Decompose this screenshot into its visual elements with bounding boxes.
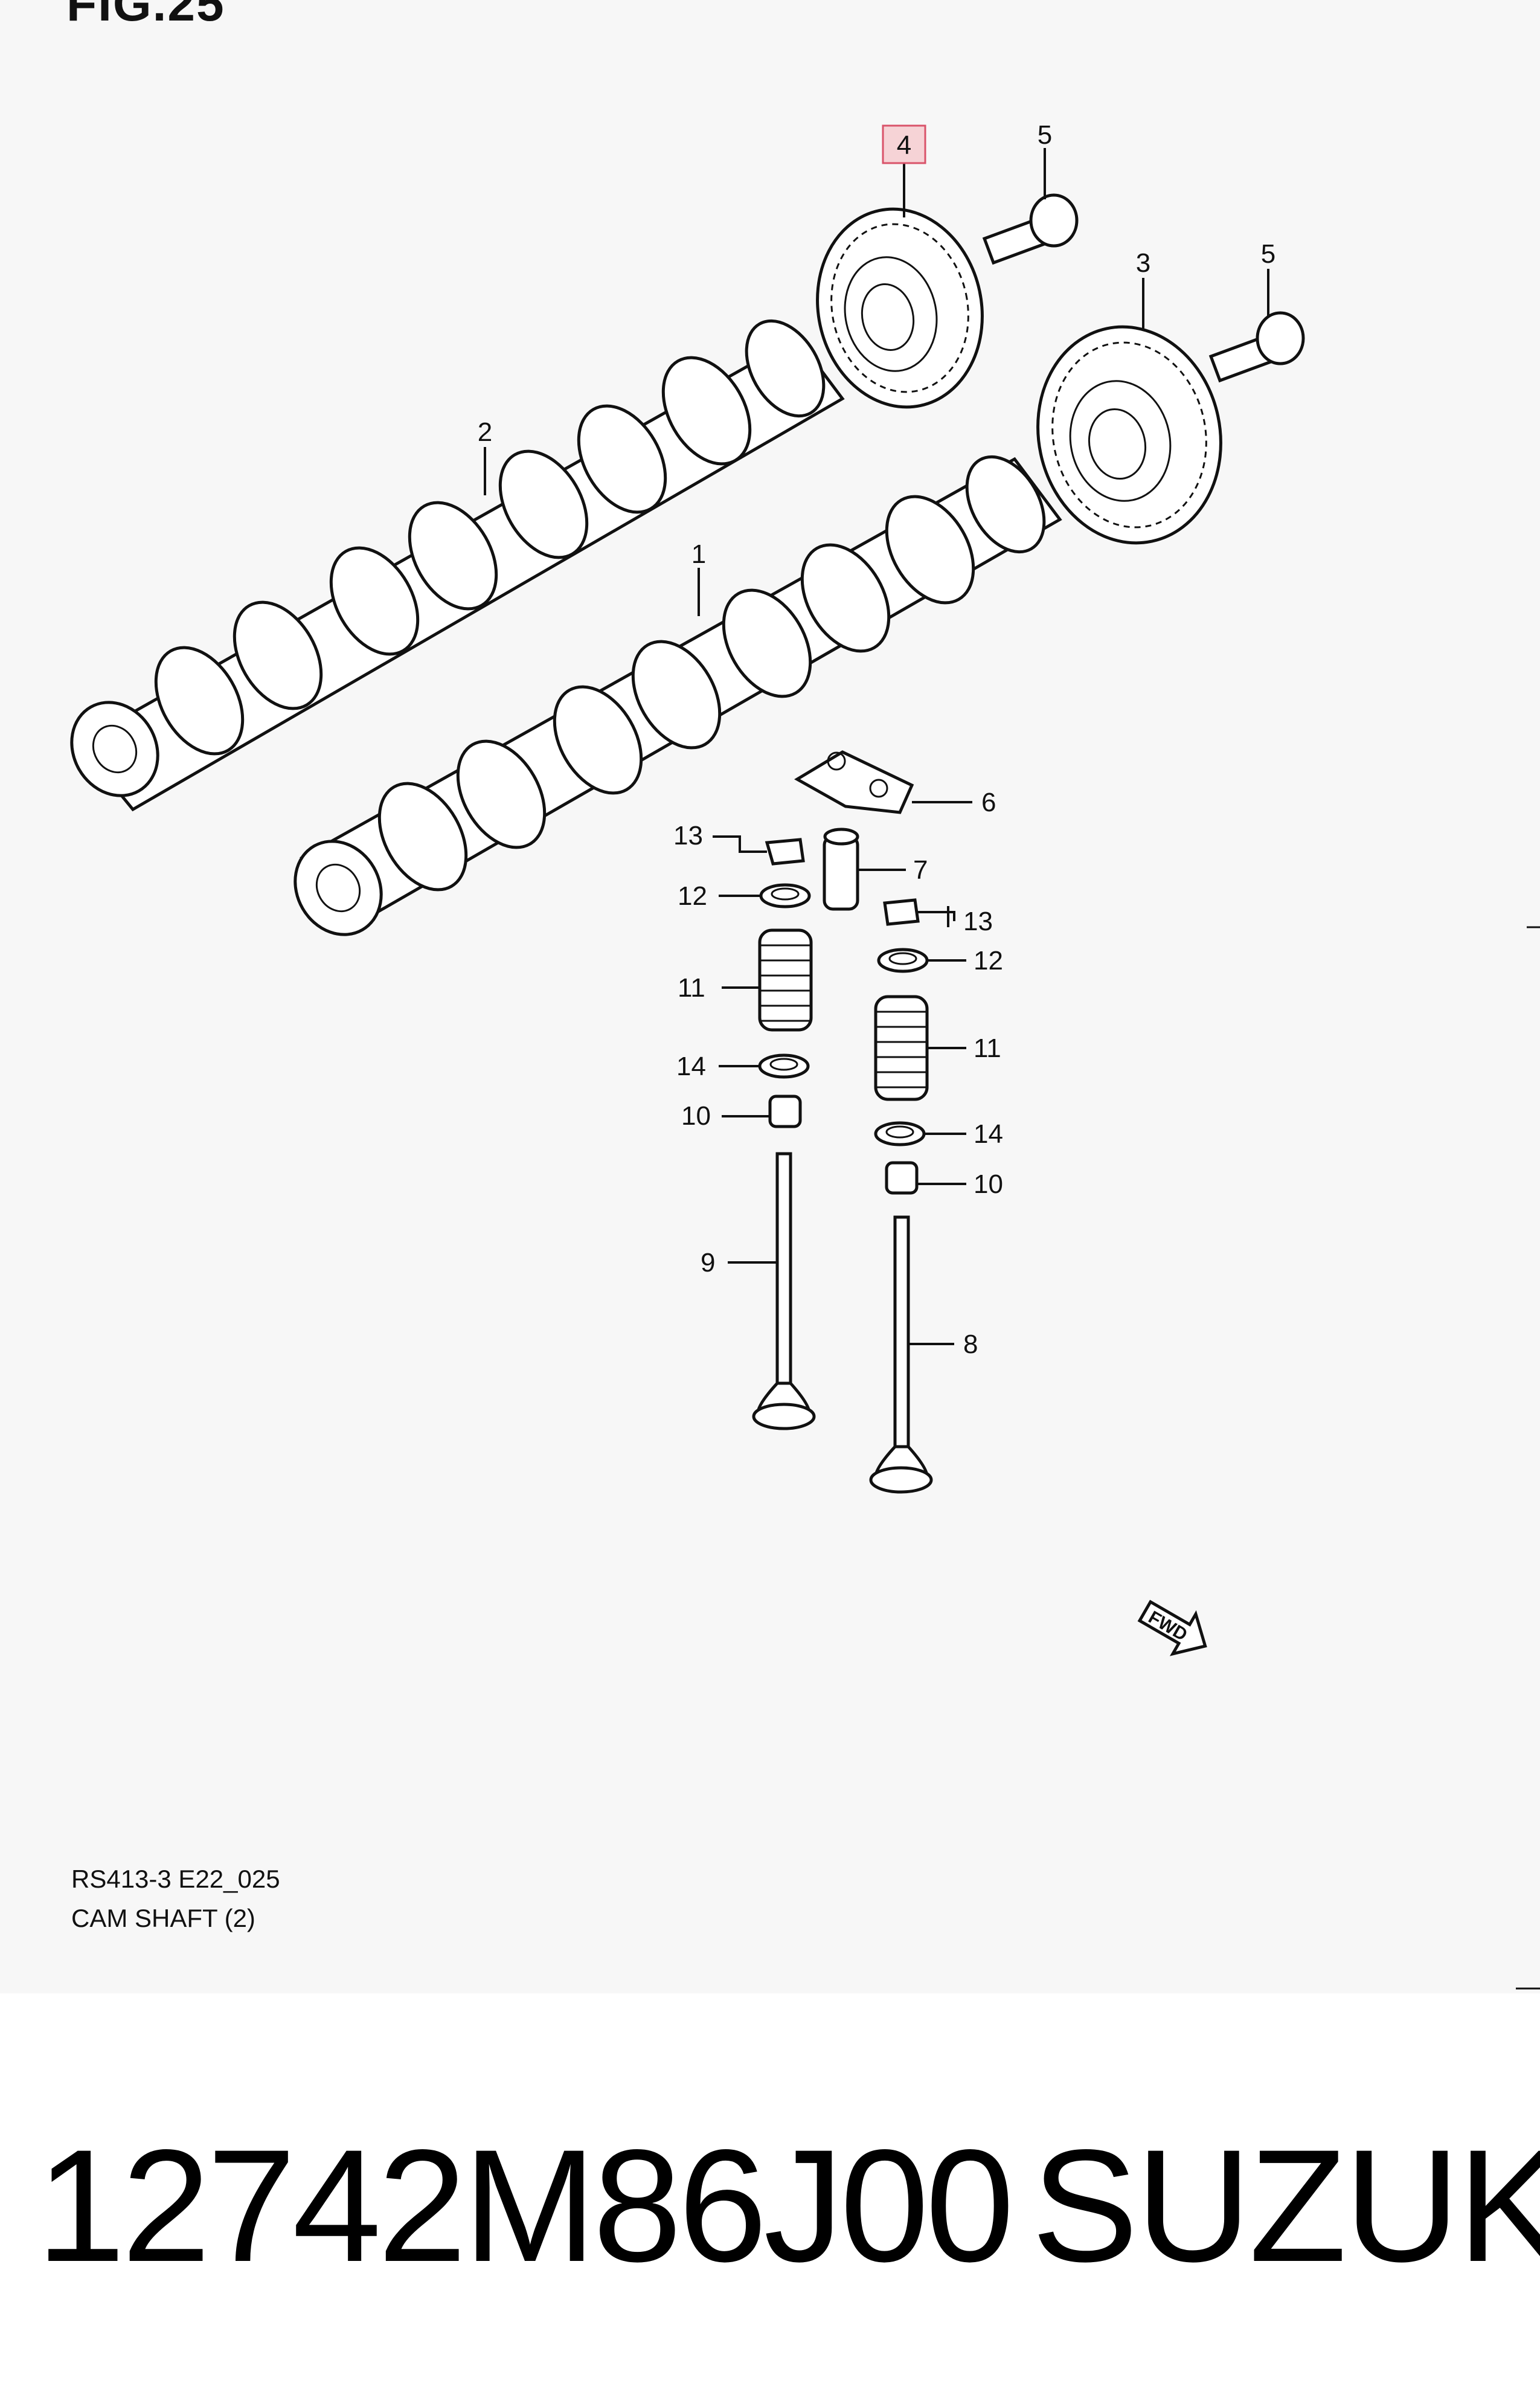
callout-12-right: 12 [974,946,1003,976]
callout-10-left: 10 [681,1101,711,1131]
valve-9[interactable] [752,1152,816,1430]
brand-name: SUZUKI [1031,2117,1540,2295]
edge-marks [1516,926,1540,1990]
callout-14-right: 14 [974,1119,1003,1149]
cotter-13-left[interactable] [765,838,805,866]
figure-title: FIG.25 [66,0,225,31]
rocker-arm-6[interactable] [794,750,914,814]
callout-5-upper: 5 [1038,120,1052,150]
callout-10-right: 10 [974,1169,1003,1199]
fwd-arrow-icon: FWD [1137,1599,1207,1656]
valve-8[interactable] [869,1215,933,1494]
diagram-panel: FIG.25 [55,0,1540,1990]
callout-6: 6 [981,788,996,817]
callout-4-highlight [882,124,926,164]
camshaft-1[interactable] [278,443,1062,950]
spring-seat-14-right[interactable] [874,1121,926,1146]
spring-11-left[interactable] [758,928,813,1032]
callout-7: 7 [913,855,928,885]
reference-code: RS413-3 E22_025 [71,1865,280,1893]
callout-5-lower: 5 [1261,239,1275,269]
bolt-5-upper[interactable] [982,193,1079,265]
cam-gear-4[interactable] [800,194,1001,423]
callout-3: 3 [1136,248,1150,278]
spring-seat-14-left[interactable] [758,1053,810,1079]
stem-seal-10-left[interactable] [768,1095,802,1128]
retainer-12-left[interactable] [759,883,811,908]
callout-9: 9 [701,1248,715,1278]
callout-13-right: 13 [963,907,993,936]
callout-8: 8 [963,1329,978,1359]
part-number: 12742M86J00 [36,2117,1015,2295]
cam-gear-3[interactable] [1018,310,1240,561]
callout-4: 4 [897,130,911,160]
callout-12-left: 12 [678,881,707,911]
callout-13-left: 13 [673,821,703,850]
leader-lines [484,148,1269,1345]
callout-14-left: 14 [676,1052,706,1081]
callout-11-right: 11 [974,1034,1001,1063]
camshaft-2[interactable] [55,307,845,812]
retainer-12-right[interactable] [877,948,929,973]
parts-diagram: 4 5 3 5 2 1 6 13 7 12 13 11 12 11 14 10 … [55,120,1540,1990]
callout-labels: 4 5 3 5 2 1 6 13 7 12 13 11 12 11 14 10 … [478,120,1275,1359]
callout-11-left: 11 [678,973,705,1003]
cotter-13-right[interactable] [883,898,920,926]
spring-11-right[interactable] [874,995,929,1101]
stem-seal-10-right[interactable] [885,1161,919,1195]
bolt-5-lower[interactable] [1208,311,1305,383]
callout-1: 1 [691,539,706,569]
reference-name: CAM SHAFT (2) [71,1904,255,1932]
lash-adjuster-7[interactable] [823,828,859,911]
callout-2: 2 [478,417,492,447]
